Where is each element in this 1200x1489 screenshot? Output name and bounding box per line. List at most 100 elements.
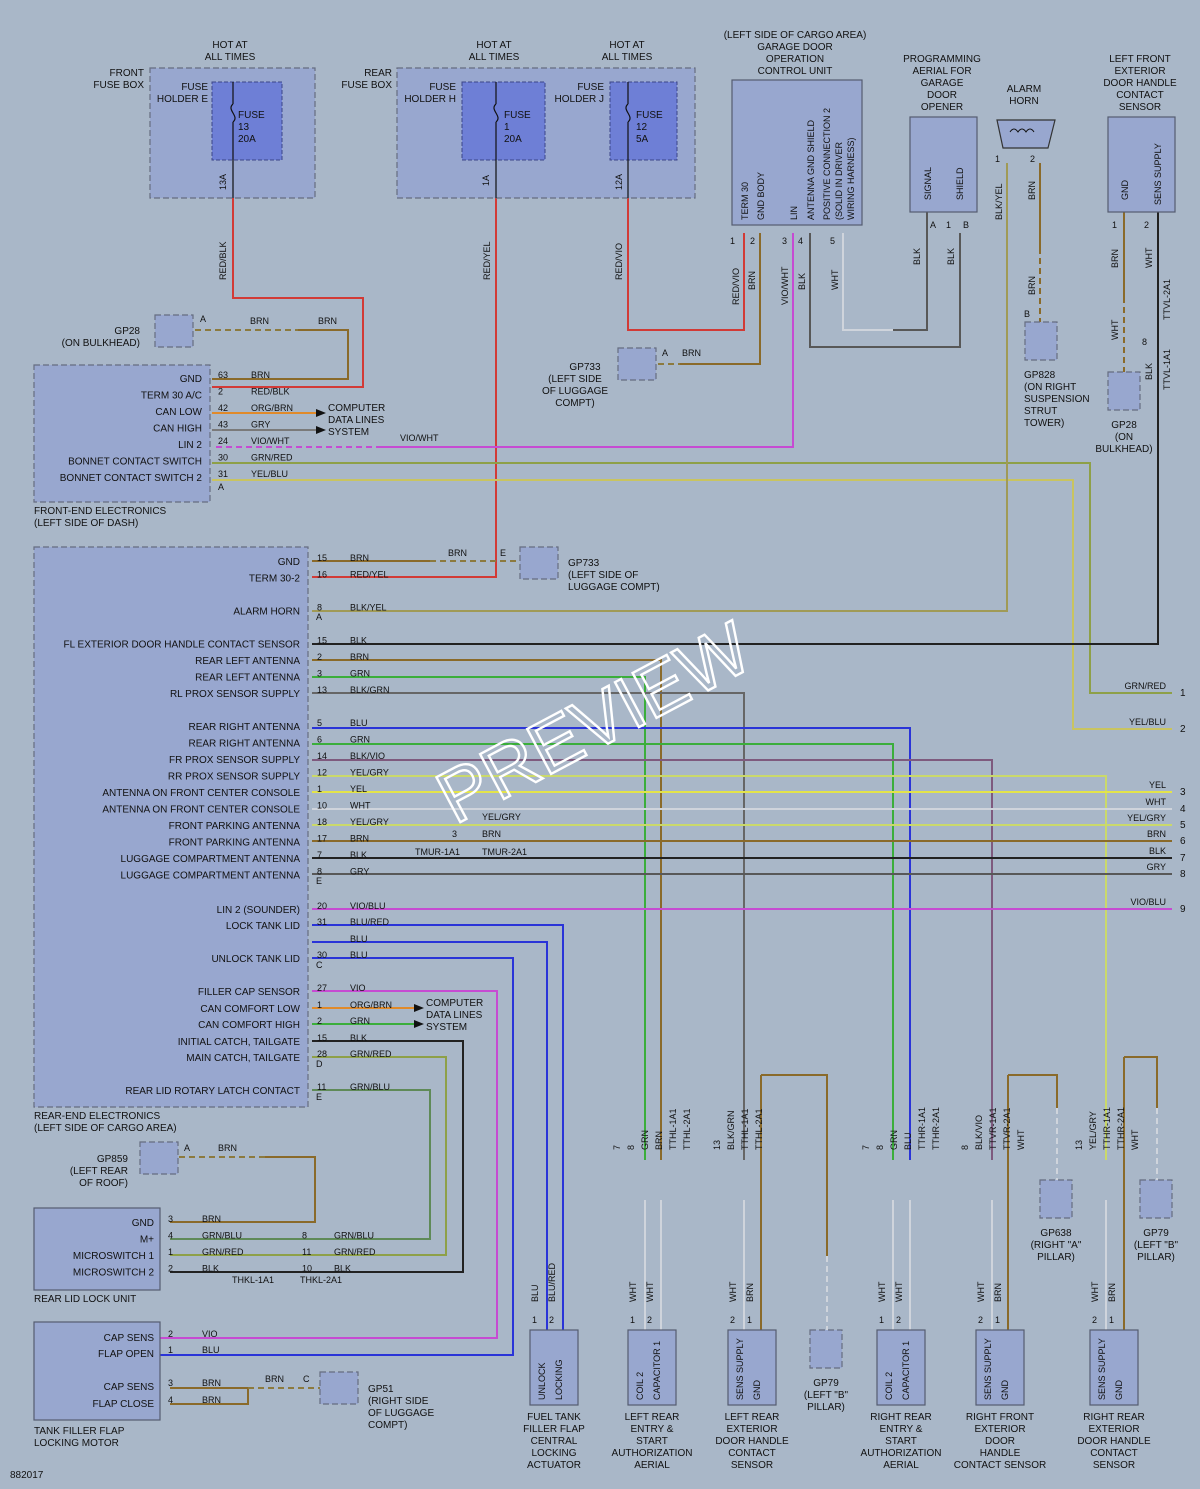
svg-text:BRN: BRN bbox=[482, 829, 501, 839]
svg-text:WHT: WHT bbox=[1110, 319, 1120, 340]
ree-pin-number: 28 bbox=[317, 1049, 327, 1059]
svg-text:BRN: BRN bbox=[218, 1143, 237, 1153]
fee-pin-label: BONNET CONTACT SWITCH 2 bbox=[60, 473, 203, 484]
lid-pin-number: 1 bbox=[168, 1247, 173, 1257]
fee-wire-color: GRY bbox=[251, 420, 270, 430]
component-title: CONTACT bbox=[1090, 1448, 1138, 1459]
component-pin-label: SENS SUPPLY bbox=[983, 1338, 993, 1400]
ree-pin-number: 18 bbox=[317, 817, 327, 827]
component-title: SENSOR bbox=[731, 1460, 773, 1471]
svg-text:B: B bbox=[963, 220, 969, 230]
svg-text:RED/VIO: RED/VIO bbox=[731, 268, 741, 305]
fee-pin-label: BONNET CONTACT SWITCH bbox=[68, 457, 202, 468]
ree-pin-label: LUGGAGE COMPARTMENT ANTENNA bbox=[121, 854, 301, 865]
svg-text:A: A bbox=[184, 1143, 190, 1153]
fee-wire-color: VIO/WHT bbox=[251, 436, 290, 446]
fee-pin-label: LIN 2 bbox=[178, 440, 202, 451]
ree-pin-number: 5 bbox=[317, 718, 322, 728]
ree-pin-number: 10 bbox=[317, 801, 327, 811]
lid-pin-number: 3 bbox=[168, 1214, 173, 1224]
pin-12a: 12A bbox=[614, 174, 624, 190]
tank-pin-number: 2 bbox=[168, 1329, 173, 1339]
svg-text:A: A bbox=[930, 220, 936, 230]
component-wire-color: WHT bbox=[894, 1281, 904, 1302]
ree-pin-label: FRONT PARKING ANTENNA bbox=[169, 821, 301, 832]
ree-wire-color: YEL/GRY bbox=[350, 768, 389, 778]
component-title: LOCKING bbox=[531, 1448, 576, 1459]
svg-text:THKL-1A1: THKL-1A1 bbox=[232, 1275, 274, 1285]
pin-1a: 1A bbox=[481, 175, 491, 186]
ree-pin-number: 27 bbox=[317, 983, 327, 993]
ree-pin-label: REAR RIGHT ANTENNA bbox=[189, 739, 301, 750]
ground-symbols: GP28(ON BULKHEAD) A BRN BRN GP733(LEFT S… bbox=[62, 309, 1179, 1431]
fee-pin-number: 31 bbox=[218, 469, 228, 479]
component-wire-color: WHT bbox=[628, 1281, 638, 1302]
ree-pin-number: 30 bbox=[317, 950, 327, 960]
component-pin-label: CAPACITOR 1 bbox=[901, 1341, 911, 1400]
svg-text:GP79(LEFT "B"PILLAR): GP79(LEFT "B"PILLAR) bbox=[1134, 1228, 1179, 1263]
tank-wire-color: BRN bbox=[202, 1378, 221, 1388]
lid-wire2-color: GRN/RED bbox=[334, 1247, 376, 1257]
svg-text:LIN: LIN bbox=[789, 206, 799, 220]
svg-text:A: A bbox=[316, 612, 322, 622]
component-wire-color: BLU/RED bbox=[547, 1262, 557, 1302]
ree-pin-label: REAR LEFT ANTENNA bbox=[195, 656, 300, 667]
svg-text:SHIELD: SHIELD bbox=[955, 167, 965, 200]
component-pin-label: SENS SUPPLY bbox=[735, 1338, 745, 1400]
component-title: AUTHORIZATION bbox=[861, 1448, 942, 1459]
component-connector-label: BLK/VIO bbox=[974, 1115, 984, 1150]
ree-wire-color: GRN bbox=[350, 669, 370, 679]
svg-text:BRN: BRN bbox=[682, 348, 701, 358]
ree-pin-label: ANTENNA ON FRONT CENTER CONSOLE bbox=[102, 805, 300, 816]
svg-text:5: 5 bbox=[830, 236, 835, 246]
component-title: EXTERIOR bbox=[1088, 1424, 1139, 1435]
ree-wire-color: BRN bbox=[350, 652, 369, 662]
component-connector-label: 7 bbox=[861, 1145, 871, 1150]
svg-text:8: 8 bbox=[1142, 337, 1147, 347]
component-connector-label: BLK/GRN bbox=[726, 1110, 736, 1150]
component-connector-label: 8 bbox=[960, 1145, 970, 1150]
svg-text:1: 1 bbox=[946, 220, 951, 230]
ree-wire-color: BLK/YEL bbox=[350, 603, 387, 613]
component-connector-label: GRN bbox=[889, 1130, 899, 1150]
svg-text:BLK: BLK bbox=[1144, 363, 1154, 380]
svg-text:VIO/WHT: VIO/WHT bbox=[780, 266, 790, 305]
svg-text:TERM 30: TERM 30 bbox=[740, 182, 750, 220]
component-title: FILLER FLAP bbox=[523, 1424, 585, 1435]
svg-text:TTVL-1A1: TTVL-1A1 bbox=[1162, 349, 1172, 390]
ree-pin-number: 11 bbox=[317, 1082, 326, 1092]
component-pin-number: 1 bbox=[995, 1315, 1000, 1325]
component-pin-number: 2 bbox=[647, 1315, 652, 1325]
component-title: AERIAL bbox=[634, 1460, 670, 1471]
svg-text:GP79(LEFT "B"PILLAR): GP79(LEFT "B"PILLAR) bbox=[804, 1378, 849, 1413]
svg-text:1: 1 bbox=[1112, 220, 1117, 230]
component-pin-label: CAPACITOR 1 bbox=[652, 1341, 662, 1400]
component-connector-label: BRN bbox=[654, 1131, 664, 1150]
svg-text:BLK/YEL: BLK/YEL bbox=[994, 183, 1004, 220]
ree-pin-number: 13 bbox=[317, 685, 327, 695]
svg-text:2: 2 bbox=[750, 236, 755, 246]
lid-wire-color: GRN/RED bbox=[202, 1247, 244, 1257]
svg-text:E: E bbox=[500, 548, 506, 558]
right-edge-wire: VIO/BLU bbox=[1130, 897, 1166, 907]
svg-text:4: 4 bbox=[798, 236, 803, 246]
svg-text:REAR-END ELECTRONICS(LEFT SIDE: REAR-END ELECTRONICS(LEFT SIDE OF CARGO … bbox=[34, 1111, 177, 1134]
right-edge-wire: YEL bbox=[1149, 780, 1166, 790]
svg-text:REAR LID LOCK UNIT: REAR LID LOCK UNIT bbox=[34, 1294, 136, 1305]
component-pin-label: COIL 2 bbox=[635, 1372, 645, 1400]
svg-text:2: 2 bbox=[1144, 220, 1149, 230]
svg-text:ANTENNA GND SHIELD: ANTENNA GND SHIELD bbox=[806, 119, 816, 220]
ree-pin-label: INITIAL CATCH, TAILGATE bbox=[178, 1037, 301, 1048]
svg-text:A: A bbox=[218, 482, 224, 492]
